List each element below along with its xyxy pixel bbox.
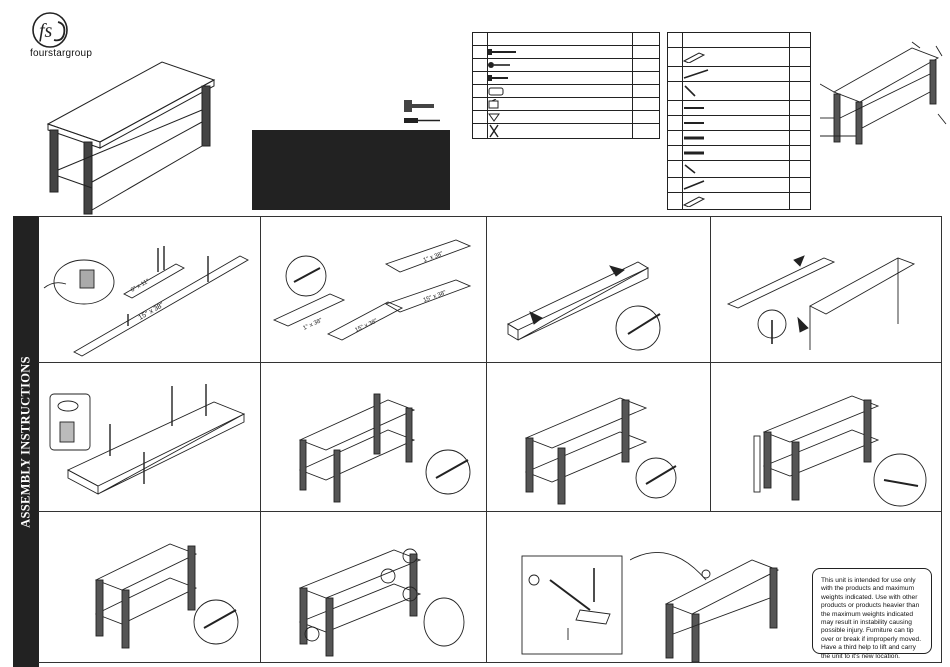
hammer-icon [404, 100, 434, 112]
board-label-2b: 15" x 38" [354, 318, 378, 334]
dowel-icon [488, 87, 504, 95]
assembly-title: ASSEMBLY INSTRUCTIONS [18, 355, 33, 528]
step-3-drawing [507, 261, 661, 351]
board-label-2d: 15" x 38" [423, 290, 448, 304]
step-11-detail-drawing [521, 555, 623, 655]
tools-drawing [404, 100, 440, 123]
brand-name: fourstargroup [30, 48, 93, 59]
board-label-2a: 1" x 38" [302, 318, 323, 332]
step-4-drawing [726, 255, 916, 350]
step-8-drawing [753, 395, 927, 507]
info-block [252, 130, 450, 210]
screw-icon [488, 49, 516, 55]
tv-stand-overview-drawing [46, 61, 216, 215]
screw-short-icon [488, 75, 508, 81]
step-6-drawing [298, 393, 471, 503]
board-label-short: 6" x 11" [130, 278, 150, 293]
svg-text:fs: fs [39, 20, 53, 42]
cam-lock-icon [488, 99, 499, 109]
exploded-view-drawing [820, 41, 947, 145]
bracket-icon [489, 124, 499, 138]
step-11-drawing [630, 552, 780, 662]
step-5-drawing [49, 384, 246, 495]
plug-icon [488, 113, 500, 122]
screwdriver-icon [404, 118, 440, 123]
board-label-2c: 1" x 38" [423, 251, 444, 264]
assembly-side-band: ASSEMBLY INSTRUCTIONS [13, 216, 39, 667]
panels-table [667, 32, 811, 210]
safety-warning: This unit is intended for use only with … [812, 568, 932, 660]
fourstar-logo-icon: fs [32, 12, 68, 48]
bolt-icon [488, 62, 510, 68]
step-10-drawing [298, 548, 465, 657]
step-7-drawing [524, 397, 677, 505]
board-label-long: 15" x 38" [138, 301, 166, 321]
step-1-drawing: 15" x 38" 6" x 11" [43, 246, 249, 357]
hardware-table [472, 32, 660, 139]
step-2-drawing: 1" x 38" 15" x 38" 1" x 38" 15" x 38" [272, 239, 472, 341]
step-9-drawing [94, 543, 239, 649]
